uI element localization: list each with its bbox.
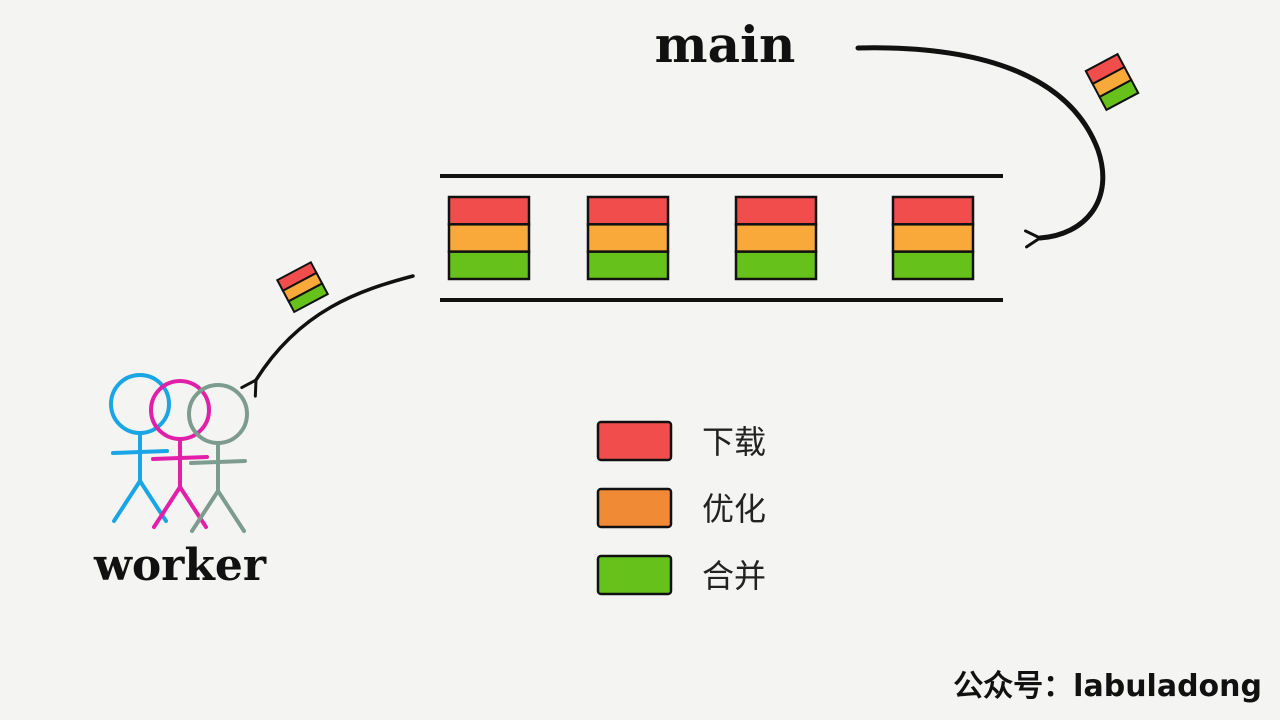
worker-arms bbox=[151, 455, 209, 461]
dispatched-task-stripes bbox=[275, 260, 330, 314]
worker-left-leg bbox=[190, 489, 220, 533]
legend-swatch bbox=[596, 487, 673, 529]
worker-figure bbox=[149, 379, 211, 529]
task-queue bbox=[447, 195, 975, 281]
legend-item: 合并 bbox=[596, 554, 766, 596]
optimize-stripe bbox=[586, 223, 670, 253]
credit-text: 公众号：labuladong bbox=[953, 669, 1262, 704]
incoming-task-stripes bbox=[1084, 52, 1140, 112]
worker-left-leg bbox=[152, 485, 182, 529]
merge-stripe bbox=[447, 250, 531, 281]
dispatched-task-block bbox=[275, 260, 330, 314]
legend-item: 优化 bbox=[596, 487, 766, 529]
download-stripe bbox=[734, 195, 818, 226]
worker-right-leg bbox=[216, 489, 246, 533]
download-stripe bbox=[891, 195, 975, 226]
legend-item: 下载 bbox=[596, 420, 766, 462]
legend-swatch bbox=[596, 554, 673, 596]
enqueue-arrow bbox=[855, 45, 1106, 249]
worker-right-leg bbox=[178, 485, 208, 529]
queue-task-block bbox=[891, 195, 975, 281]
worker-group bbox=[109, 373, 249, 533]
merge-stripe bbox=[891, 250, 975, 281]
worker-head bbox=[109, 373, 171, 435]
merge-stripe bbox=[734, 250, 818, 281]
worker-left-leg bbox=[112, 479, 142, 523]
optimize-stripe bbox=[447, 223, 531, 253]
worker-label: worker bbox=[93, 540, 267, 591]
download-stripe bbox=[586, 195, 670, 226]
queue-task-block bbox=[586, 195, 670, 281]
incoming-task-block bbox=[1084, 52, 1140, 112]
worker-arms bbox=[111, 449, 169, 455]
worker-figure bbox=[187, 383, 249, 533]
queue-task-block bbox=[447, 195, 531, 281]
legend-label: 合并 bbox=[702, 557, 766, 595]
dequeue-arrow bbox=[240, 274, 415, 398]
merge-stripe bbox=[586, 250, 670, 281]
legend-label: 下载 bbox=[702, 423, 766, 461]
worker-arms bbox=[189, 459, 247, 465]
optimize-stripe bbox=[734, 223, 818, 253]
worker-head bbox=[187, 383, 249, 445]
optimize-stripe bbox=[891, 223, 975, 253]
merge-stripe bbox=[1098, 78, 1140, 112]
legend-label: 优化 bbox=[702, 490, 766, 528]
main-label: main bbox=[655, 15, 796, 74]
queue-task-block bbox=[734, 195, 818, 281]
worker-figure bbox=[109, 373, 171, 523]
legend-swatch bbox=[596, 420, 673, 462]
download-stripe bbox=[447, 195, 531, 226]
merge-stripe bbox=[287, 282, 330, 314]
